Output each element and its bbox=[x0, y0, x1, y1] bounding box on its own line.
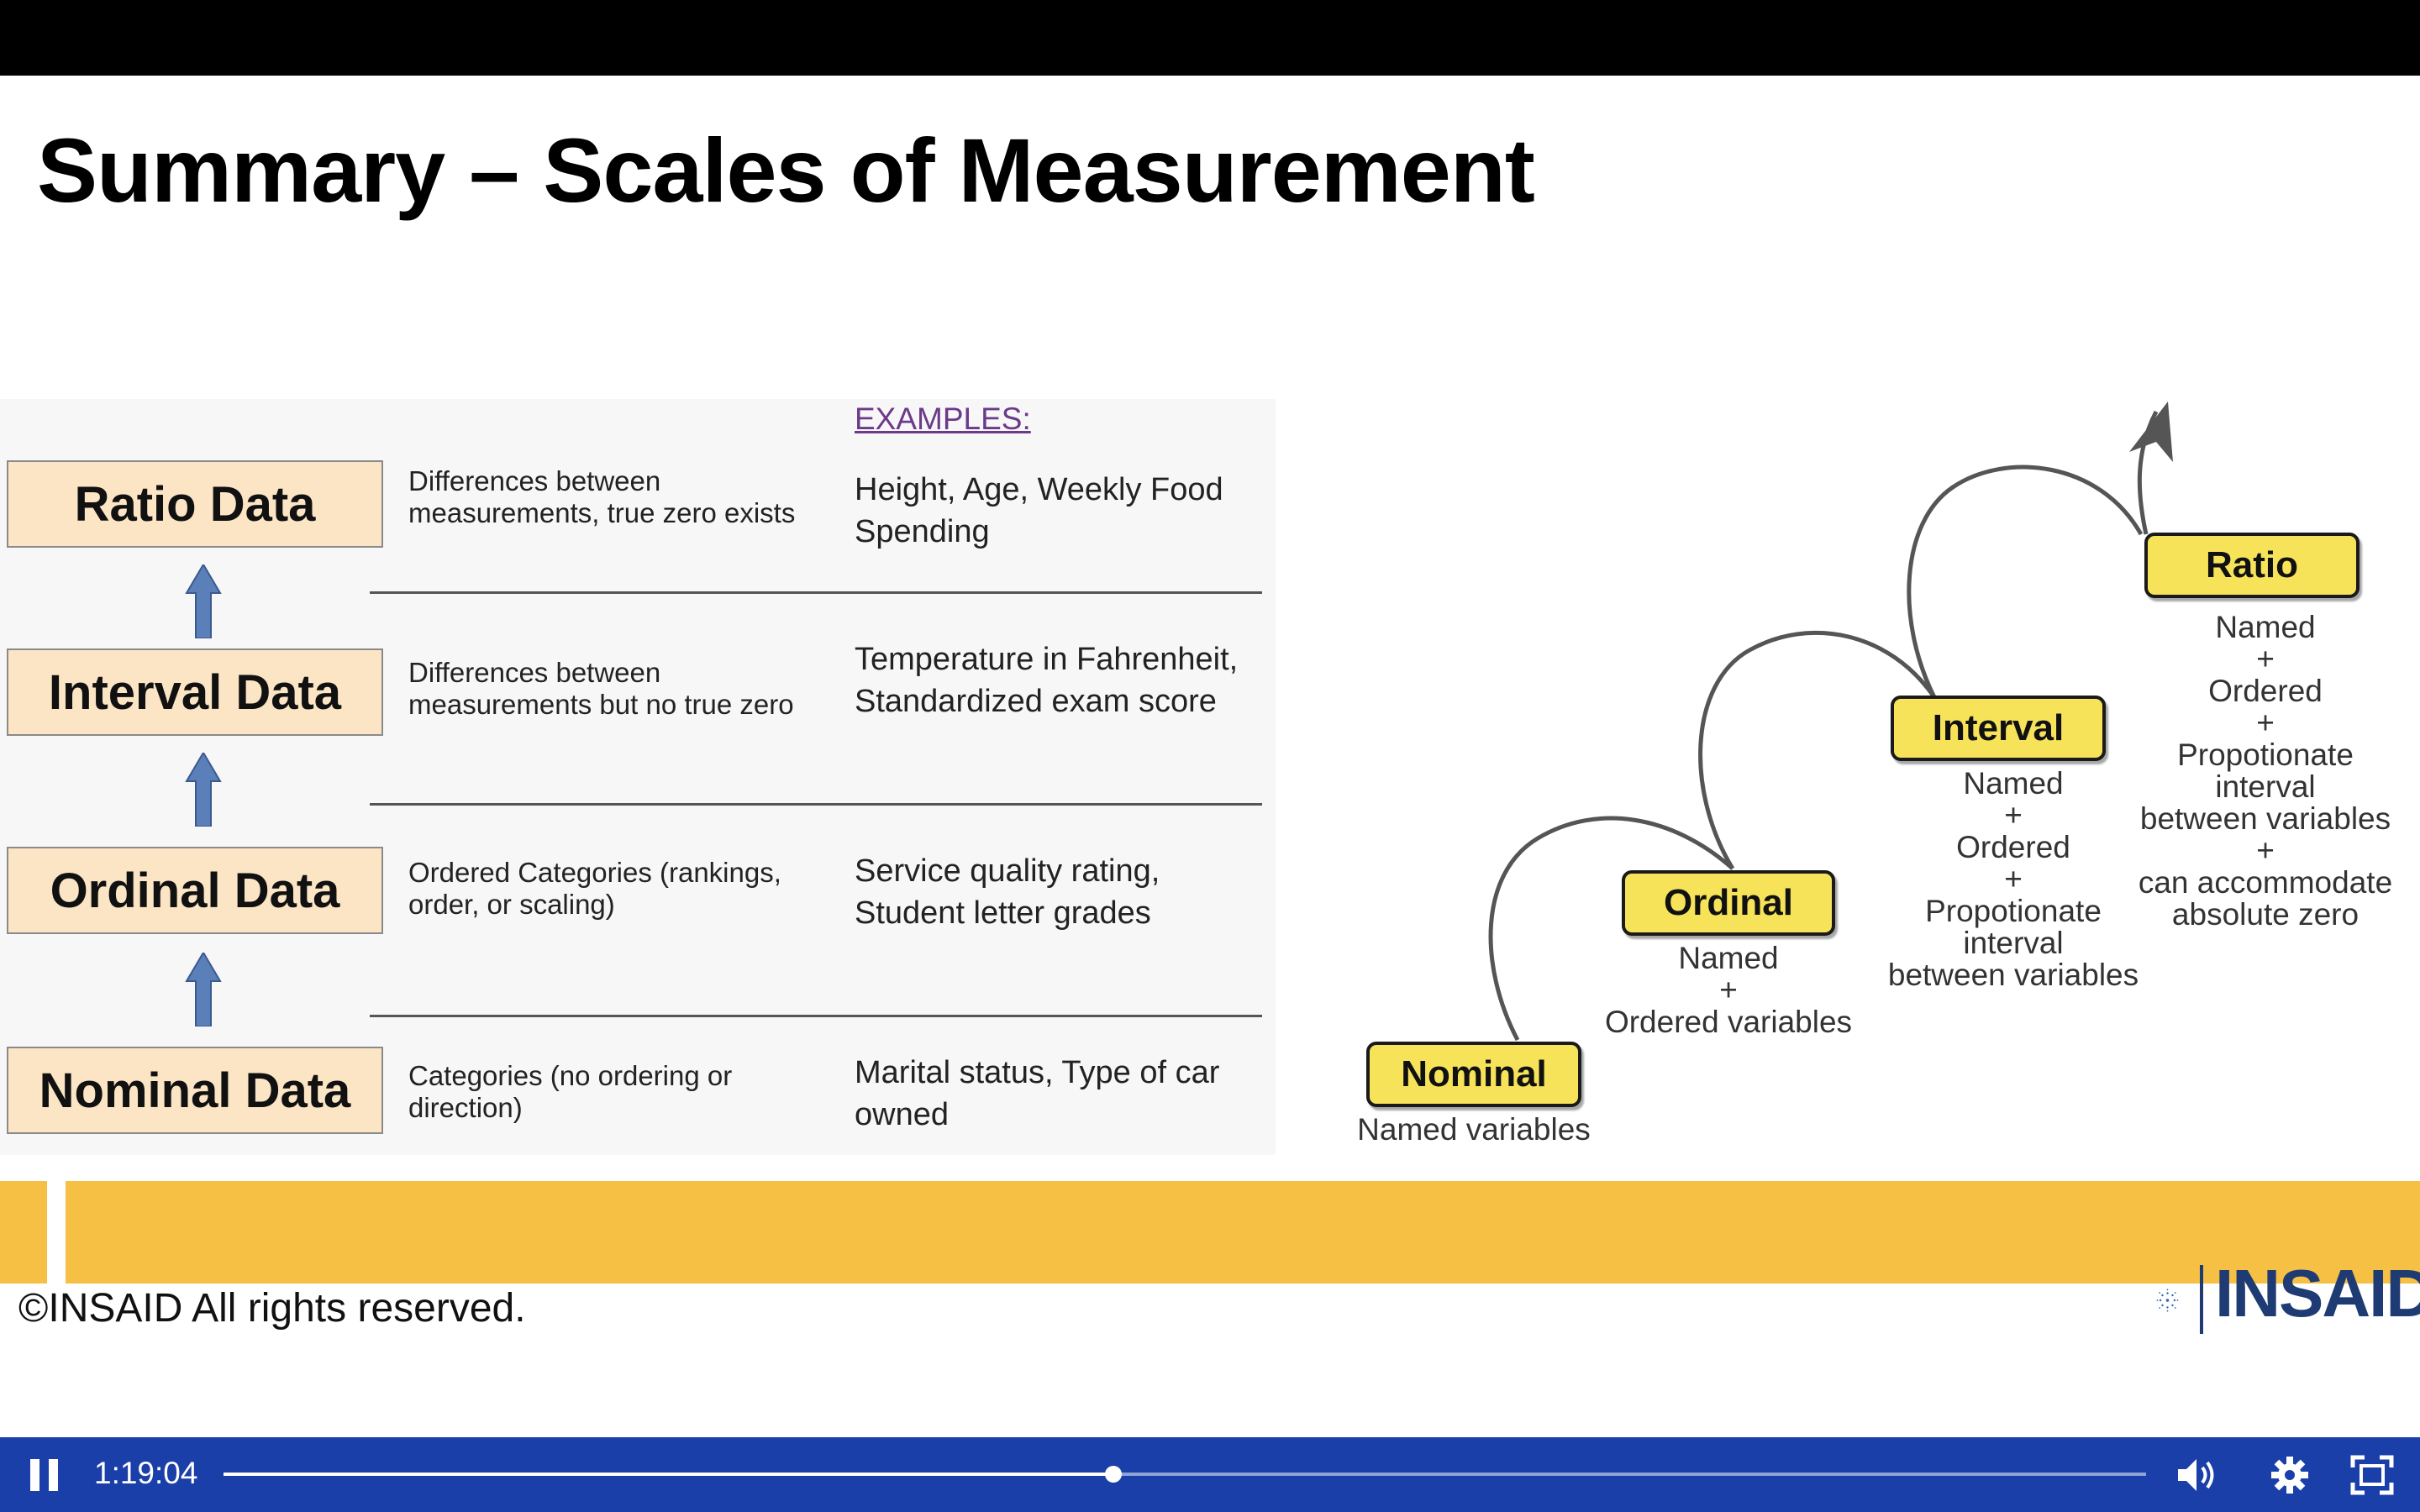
stair-arc bbox=[1907, 465, 2144, 699]
ratio-data-box: Ratio Data bbox=[7, 460, 383, 548]
top-letterbox bbox=[0, 0, 2420, 76]
ratio-examples: Height, Age, Weekly Food Spending bbox=[855, 472, 1223, 549]
nominal-examples: Marital status, Type of car owned bbox=[855, 1055, 1220, 1132]
ordinal-examples: Service quality rating, Student letter g… bbox=[855, 853, 1160, 931]
nominal-description: Categories (no ordering or direction) bbox=[408, 1060, 733, 1123]
progress-fill bbox=[224, 1473, 1114, 1476]
copyright-footer: ©INSAID All rights reserved. bbox=[18, 1286, 526, 1331]
pause-icon[interactable] bbox=[30, 1459, 59, 1491]
video-controls-bar: 1:19:04 bbox=[0, 1437, 2420, 1512]
time-display: 1:19:04 bbox=[94, 1456, 198, 1490]
up-arrow-icon bbox=[185, 953, 222, 1026]
slide-title: Summary – Scales of Measurement bbox=[37, 119, 1535, 221]
ordinal-level-desc: Named + Ordered variables bbox=[1604, 941, 1853, 1039]
interval-examples: Temperature in Fahrenheit, Standardized … bbox=[855, 642, 1239, 719]
ratio-level-box: Ratio bbox=[2144, 533, 2360, 598]
nominal-level-box: Nominal bbox=[1366, 1042, 1581, 1107]
footer-band-left bbox=[15, 1181, 47, 1284]
ratio-description: Differences between measurements, true z… bbox=[408, 465, 796, 528]
row-divider bbox=[370, 803, 1262, 806]
up-arrow-icon bbox=[185, 564, 222, 638]
row-divider bbox=[370, 1015, 1262, 1017]
stair-arc bbox=[1698, 630, 1937, 870]
ordinal-description: Ordered Categories (rankings, order, or … bbox=[408, 857, 781, 920]
settings-gear-icon[interactable] bbox=[2267, 1454, 2312, 1496]
stair-arrowhead-icon bbox=[2129, 402, 2173, 462]
ordinal-data-box: Ordinal Data bbox=[7, 847, 383, 934]
interval-level-desc: Named + Ordered + Propotionate interval … bbox=[1887, 766, 2139, 992]
progress-bar[interactable] bbox=[224, 1466, 2146, 1483]
stair-arc bbox=[1488, 816, 1734, 1042]
row-divider bbox=[370, 591, 1262, 594]
ordinal-level-box: Ordinal bbox=[1622, 870, 1835, 936]
examples-header: EXAMPLES: bbox=[855, 402, 1031, 436]
footer-band-gap bbox=[47, 1181, 66, 1284]
logo-divider bbox=[2200, 1265, 2203, 1334]
nominal-data-box: Nominal Data bbox=[7, 1047, 383, 1134]
insaid-logo-icon bbox=[2156, 1289, 2179, 1312]
footer-band bbox=[0, 1181, 2420, 1284]
fullscreen-icon[interactable] bbox=[2349, 1454, 2395, 1496]
staircase-diagram bbox=[1488, 402, 2173, 1042]
up-arrow-icon bbox=[185, 753, 222, 827]
interval-description: Differences between measurements but no … bbox=[408, 657, 794, 720]
interval-level-box: Interval bbox=[1891, 696, 2106, 761]
ratio-level-desc: Named + Ordered + Propotionate interval … bbox=[2138, 610, 2393, 932]
interval-data-box: Interval Data bbox=[7, 648, 383, 736]
progress-handle[interactable] bbox=[1105, 1466, 1123, 1483]
volume-icon[interactable] bbox=[2175, 1454, 2220, 1496]
insaid-logo-text: INSAID bbox=[2215, 1256, 2420, 1331]
nominal-level-desc: Named variables bbox=[1357, 1112, 1591, 1147]
